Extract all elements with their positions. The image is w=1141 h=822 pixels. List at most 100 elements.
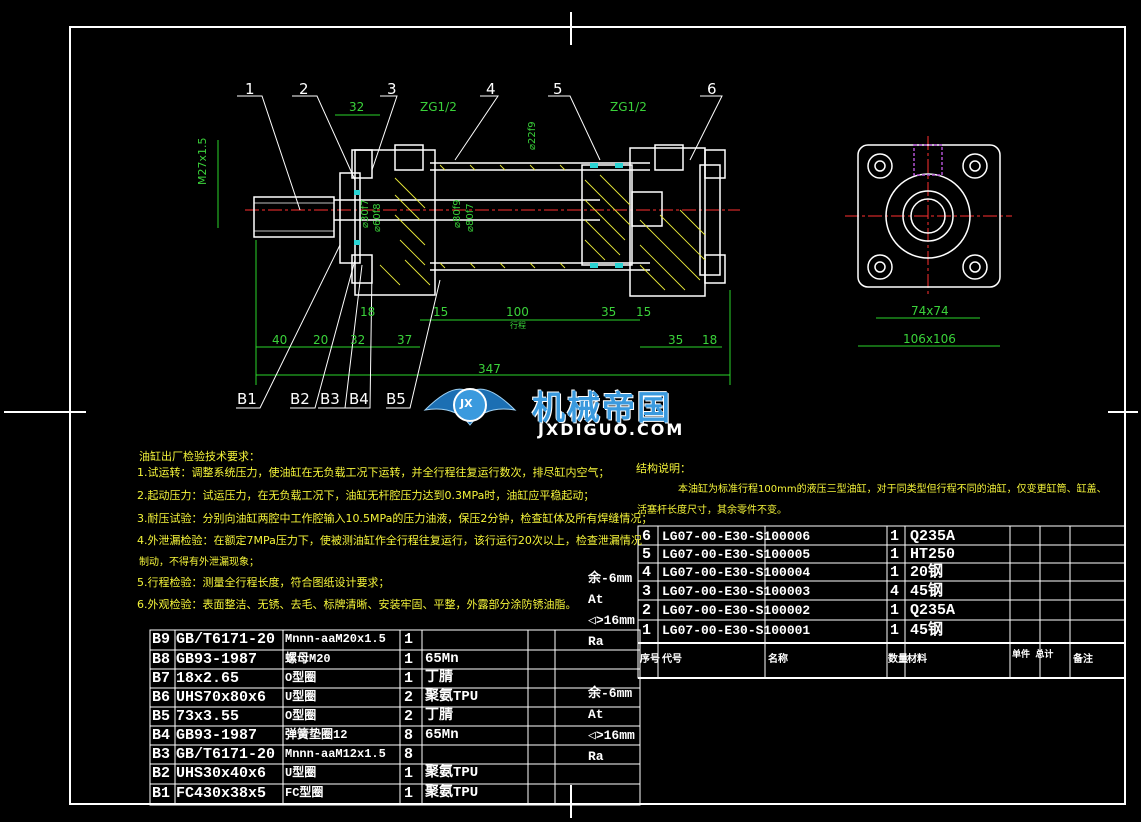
std-row-name: Mnnn-aaM12x1.5	[285, 747, 386, 761]
std-row-no: B6	[152, 689, 171, 706]
tech-note-2: 2.起动压力：试运压力，在无负载工况下，油缸无杆腔压力达到0.3MPa时，油缸应…	[137, 489, 595, 502]
structure-note-2: 活塞杆长度尺寸，其余零件不变。	[637, 505, 787, 516]
parts-row-qty: 1	[890, 564, 900, 581]
side-label-b2: At	[588, 707, 604, 722]
dimension-lines	[217, 114, 1000, 385]
std-row-mat: 丁腈	[425, 708, 453, 724]
dim-32: 32	[350, 333, 366, 347]
structure-notes-title: 结构说明：	[636, 462, 691, 475]
dim-phi22: ⌀22f9	[527, 121, 538, 150]
side-label-a4: Ra	[588, 634, 604, 649]
tech-note-5: 5.行程检验：测量全行程长度，符合图纸设计要求；	[137, 576, 390, 589]
dim-106x106: 106x106	[903, 332, 956, 346]
dim-phi80: ⌀80f9	[452, 199, 463, 228]
dim-zg-right: ZG1/2	[610, 100, 647, 114]
std-row-name: U型圈	[285, 690, 317, 704]
balloon-4: 4	[486, 80, 496, 98]
dim-18b: 18	[702, 333, 718, 347]
dim-35b: 35	[668, 333, 684, 347]
balloon-1: 1	[245, 80, 255, 98]
std-row-no: B2	[152, 765, 171, 782]
watermark-cn: 机械帝国	[532, 388, 672, 427]
std-row-code: GB/T6171-20	[176, 631, 276, 648]
parts-header-name: 名称	[768, 655, 788, 666]
std-row-qty: 1	[404, 765, 414, 782]
std-row-no: B5	[152, 708, 171, 725]
seal-marks	[354, 163, 623, 268]
side-label-b1: 余-6mm	[588, 686, 633, 701]
std-row-qty: 8	[404, 727, 414, 744]
parts-row-qty: 4	[890, 583, 900, 600]
dim-18a: 18	[360, 305, 376, 319]
std-row-name: O型圈	[285, 671, 317, 685]
std-row-name: Mnnn-aaM20x1.5	[285, 632, 386, 646]
tech-note-4b: 制动，不得有外泄漏现象；	[139, 557, 259, 568]
side-label-b4: Ra	[588, 749, 604, 764]
std-row-name: 弹簧垫圈12	[285, 728, 348, 742]
std-row-code: GB93-1987	[176, 727, 258, 744]
std-row-qty: 1	[404, 785, 414, 802]
dim-74x74: 74x74	[911, 304, 949, 318]
tech-note-6: 6.外观检验：表面整洁、无锈、去毛、标牌清晰、安装牢固、平整，外露部分涂防锈油脂…	[137, 598, 577, 611]
section-hatching	[379, 164, 706, 291]
side-label-a1: 余-6mm	[588, 571, 633, 586]
dim-40: 40	[272, 333, 288, 347]
std-row-qty: 2	[404, 708, 414, 725]
parts-header-qty: 数量	[888, 655, 908, 666]
balloon-b4: B4	[349, 390, 369, 408]
parts-row-no: 1	[642, 622, 652, 639]
parts-row-code: LG07-00-E30-S100006	[662, 529, 811, 544]
std-row-no: B8	[152, 651, 171, 668]
watermark-logo	[423, 388, 517, 426]
balloon-2: 2	[299, 80, 309, 98]
dim-phi60: ⌀60f8	[372, 203, 383, 232]
dim-stroke: 行程	[510, 321, 526, 330]
std-row-no: B3	[152, 746, 171, 763]
dim-15b: 15	[636, 305, 652, 319]
std-row-mat: 聚氨TPU	[425, 689, 479, 705]
parts-header-no: 序号	[640, 655, 660, 666]
std-row-qty: 1	[404, 670, 414, 687]
parts-row-no: 4	[642, 564, 652, 581]
parts-row-mat: HT250	[910, 546, 956, 563]
drawing-frame	[4, 12, 1138, 818]
std-row-mat: 65Mn	[425, 651, 459, 667]
tech-note-1: 1.试运转：调整系统压力，使油缸在无负载工况下运转，并全行程往复运行数次，排尽缸…	[137, 466, 610, 479]
parts-row-code: LG07-00-E30-S100001	[662, 623, 811, 638]
std-row-qty: 2	[404, 689, 414, 706]
tech-notes-title: 油缸出厂检验技术要求：	[139, 450, 260, 463]
std-row-name: 螺母M20	[285, 652, 331, 666]
parts-row-no: 6	[642, 528, 652, 545]
std-row-no: B7	[152, 670, 171, 687]
std-row-code: UHS30x40x6	[176, 765, 267, 782]
balloon-b1: B1	[237, 390, 257, 408]
structure-note-1: 本油缸为标准行程100mm的液压三型油缸，对于同类型但行程不同的油缸，仅变更缸筒…	[678, 484, 1107, 495]
dim-347: 347	[478, 362, 501, 376]
balloon-b5: B5	[386, 390, 406, 408]
std-row-mat: 聚氨TPU	[425, 765, 479, 781]
cylinder-section-view	[253, 144, 726, 297]
parts-row-no: 5	[642, 546, 652, 563]
dim-15a: 15	[433, 305, 449, 319]
parts-row-qty: 1	[890, 528, 900, 545]
watermark-en: JXDIGUO.COM	[538, 420, 685, 439]
parts-row-mat: 20钢	[910, 564, 944, 581]
std-table-grid	[149, 629, 641, 806]
std-row-code: 73x3.55	[176, 708, 240, 725]
std-row-code: FC430x38x5	[176, 785, 267, 802]
side-label-a2: At	[588, 592, 604, 607]
std-row-name: U型圈	[285, 766, 317, 780]
dim-phi30: ⌀30f7	[360, 199, 371, 228]
parts-row-no: 2	[642, 602, 652, 619]
dim-phi80b: ⌀80f7	[465, 203, 476, 232]
dim-37: 37	[397, 333, 413, 347]
parts-header-mat: 材料	[907, 655, 927, 666]
parts-header-code: 代号	[662, 655, 682, 666]
center-lines	[245, 136, 1012, 295]
parts-row-code: LG07-00-E30-S100003	[662, 584, 811, 599]
std-row-no: B9	[152, 631, 171, 648]
side-label-b3: ◁>16mm	[588, 728, 635, 743]
std-row-name: O型圈	[285, 709, 317, 723]
std-row-code: UHS70x80x6	[176, 689, 267, 706]
